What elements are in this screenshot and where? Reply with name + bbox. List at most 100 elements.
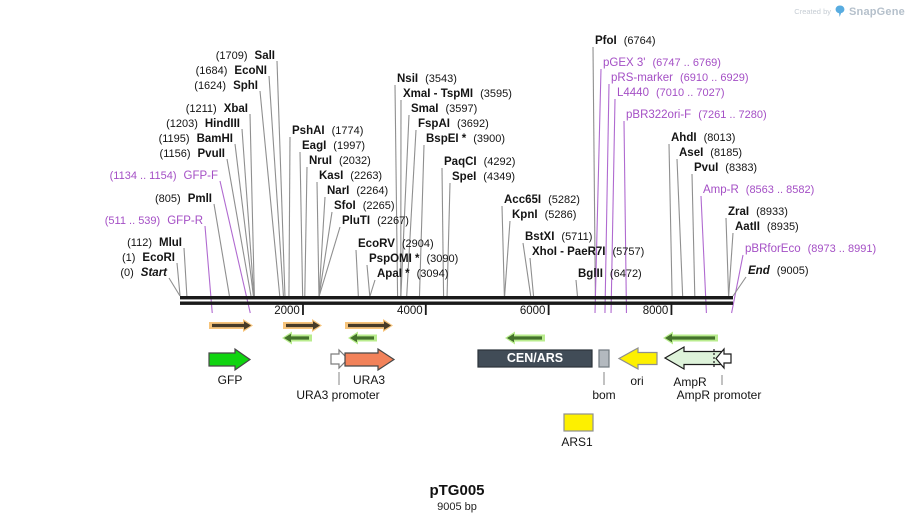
site-name-kasi: KasI bbox=[319, 170, 344, 182]
map-backbone-bottom bbox=[180, 301, 733, 305]
site-label-pmli: (805)PmlI bbox=[155, 193, 212, 206]
tick-label-6000: 6000 bbox=[519, 305, 546, 317]
reverse-primer-arrow-0-core bbox=[284, 333, 309, 343]
site-label-amp-r: Amp-R(8563 .. 8582) bbox=[703, 184, 814, 197]
feature-label-ori: ori bbox=[630, 374, 644, 388]
site-position-sali: (1709) bbox=[215, 50, 248, 62]
site-name-gfp-f: GFP-F bbox=[183, 170, 219, 182]
leader-line-ecori bbox=[176, 262, 181, 297]
leader-line-amp-r bbox=[700, 195, 707, 314]
leader-line-pspomi bbox=[366, 264, 371, 297]
site-position-l4440: (7010 .. 7027) bbox=[655, 87, 725, 99]
leader-line-sfoi bbox=[318, 211, 333, 297]
leader-line-pluti bbox=[318, 226, 341, 297]
leader-line-xbai bbox=[249, 113, 255, 297]
feature-ampr-promoter bbox=[715, 347, 732, 370]
site-label-pspomi: PspOMI * (3090) bbox=[369, 253, 458, 266]
forward-primer-arrow-2-core bbox=[348, 321, 391, 330]
leader-line-nari bbox=[318, 196, 326, 297]
title-block: pTG005 9005 bp bbox=[0, 482, 914, 513]
site-label-bstxi: BstXI(5711) bbox=[525, 231, 592, 244]
site-name-prs-marker: pRS-marker bbox=[611, 72, 673, 84]
site-position-pvui: (8383) bbox=[725, 162, 758, 174]
site-position-nari: (2264) bbox=[356, 185, 389, 197]
site-name-aatii: AatII bbox=[735, 221, 760, 233]
site-position-pspomi: (3090) bbox=[426, 253, 459, 265]
site-label-fspai: FspAI(3692) bbox=[418, 118, 489, 131]
site-position-pshai: (1774) bbox=[331, 125, 364, 137]
feature-label-ampr: AmpR bbox=[673, 375, 707, 389]
scale-tick-6000 bbox=[547, 304, 550, 315]
leader-line-end bbox=[732, 276, 747, 297]
feature-label-ars1: ARS1 bbox=[561, 435, 593, 449]
site-name-pbrforeco: pBRforEco bbox=[745, 243, 801, 255]
leader-line-pbrforeco bbox=[731, 254, 744, 314]
site-position-econi: (1684) bbox=[195, 65, 228, 77]
site-label-econi: (1684)EcoNI bbox=[196, 65, 267, 78]
feature-cen-ars bbox=[477, 349, 593, 368]
plasmid-length: 9005 bp bbox=[437, 501, 477, 513]
site-label-gfp-f: (1134 .. 1154)GFP-F bbox=[110, 170, 218, 183]
feature-label-gfp: GFP bbox=[217, 373, 243, 387]
site-name-nari: NarI bbox=[327, 185, 350, 197]
site-name-pspomi: PspOMI * bbox=[369, 253, 420, 265]
site-label-hindiii: (1203)HindIII bbox=[166, 118, 240, 131]
leader-line-bglii bbox=[575, 279, 578, 297]
site-name-pluti: PluTI bbox=[342, 215, 371, 227]
feature-label-cen-ars: CEN/ARS bbox=[506, 351, 564, 365]
site-label-pvuii: (1156)PvuII bbox=[160, 148, 225, 161]
leader-line-kpni bbox=[504, 220, 511, 297]
leader-line-prs-marker bbox=[604, 83, 610, 314]
site-name-pvuii: PvuII bbox=[197, 148, 225, 160]
site-position-apai: (3094) bbox=[416, 268, 449, 280]
site-label-xmai-tspmi: XmaI - TspMI(3595) bbox=[403, 88, 512, 101]
leader-line-ecorv bbox=[355, 249, 359, 297]
site-name-xhoi-paer7i: XhoI - PaeR7I bbox=[532, 246, 606, 258]
site-position-hindiii: (1203) bbox=[166, 118, 198, 130]
site-name-spei: SpeI bbox=[452, 171, 477, 183]
site-position-eagi: (1997) bbox=[333, 140, 366, 152]
site-label-pluti: PluTI(2267) bbox=[342, 215, 409, 228]
site-name-pmli: PmlI bbox=[187, 193, 212, 205]
site-name-bspei: BspEI * bbox=[426, 133, 467, 145]
feature-label-ura3-promoter: URA3 promoter bbox=[296, 388, 380, 402]
feature-label-ampr-promoter: AmpR promoter bbox=[676, 388, 762, 402]
leader-line-pvuii bbox=[226, 158, 252, 297]
leader-line-econi bbox=[268, 75, 284, 297]
site-label-end: End(9005) bbox=[748, 265, 809, 278]
site-position-bstxi: (5711) bbox=[561, 231, 593, 243]
site-label-asei: AseI(8185) bbox=[679, 147, 742, 160]
site-label-gfp-r: (511 .. 539)GFP-R bbox=[105, 215, 203, 228]
forward-primer-arrow-0-core bbox=[212, 321, 251, 330]
site-label-kasi: KasI(2263) bbox=[319, 170, 382, 183]
site-position-kpni: (5286) bbox=[544, 209, 577, 221]
site-position-fspai: (3692) bbox=[456, 118, 489, 130]
site-position-pgex-3: (6747 .. 6769) bbox=[652, 57, 721, 69]
plasmid-name: pTG005 bbox=[429, 482, 485, 499]
leader-line-hindiii bbox=[241, 128, 255, 297]
site-position-bamhi: (1195) bbox=[158, 133, 190, 145]
site-name-bglii: BglII bbox=[578, 268, 603, 280]
leader-line-pvui bbox=[691, 173, 696, 297]
site-position-smai: (3597) bbox=[445, 103, 478, 115]
site-label-acc65i: Acc65I(5282) bbox=[504, 194, 580, 207]
site-label-ecori: (1)EcoRI bbox=[122, 252, 175, 265]
site-label-sfoi: SfoI(2265) bbox=[334, 200, 395, 213]
site-position-nrui: (2032) bbox=[339, 155, 371, 167]
site-name-nsii: NsiI bbox=[397, 73, 419, 85]
snapgene-watermark: Created by SnapGene bbox=[794, 5, 905, 18]
site-label-ecorv: EcoRV(2904) bbox=[358, 238, 434, 251]
leader-line-bstxi bbox=[522, 242, 532, 297]
leader-line-kasi bbox=[316, 181, 320, 297]
feature-gfp bbox=[208, 347, 252, 372]
site-name-start: Start bbox=[140, 267, 167, 279]
site-label-pfoi: PfoI(6764) bbox=[595, 35, 656, 48]
site-label-pvui: PvuI (8383) bbox=[694, 162, 757, 175]
site-name-pvui: PvuI bbox=[694, 162, 719, 174]
site-name-zrai: ZraI bbox=[728, 206, 750, 218]
leader-line-aatii bbox=[728, 232, 734, 297]
site-name-l4440: L4440 bbox=[617, 87, 649, 99]
leader-line-bspei bbox=[418, 144, 425, 297]
feature-label-bom: bom bbox=[592, 388, 616, 402]
leader-line-bamhi bbox=[234, 143, 254, 297]
